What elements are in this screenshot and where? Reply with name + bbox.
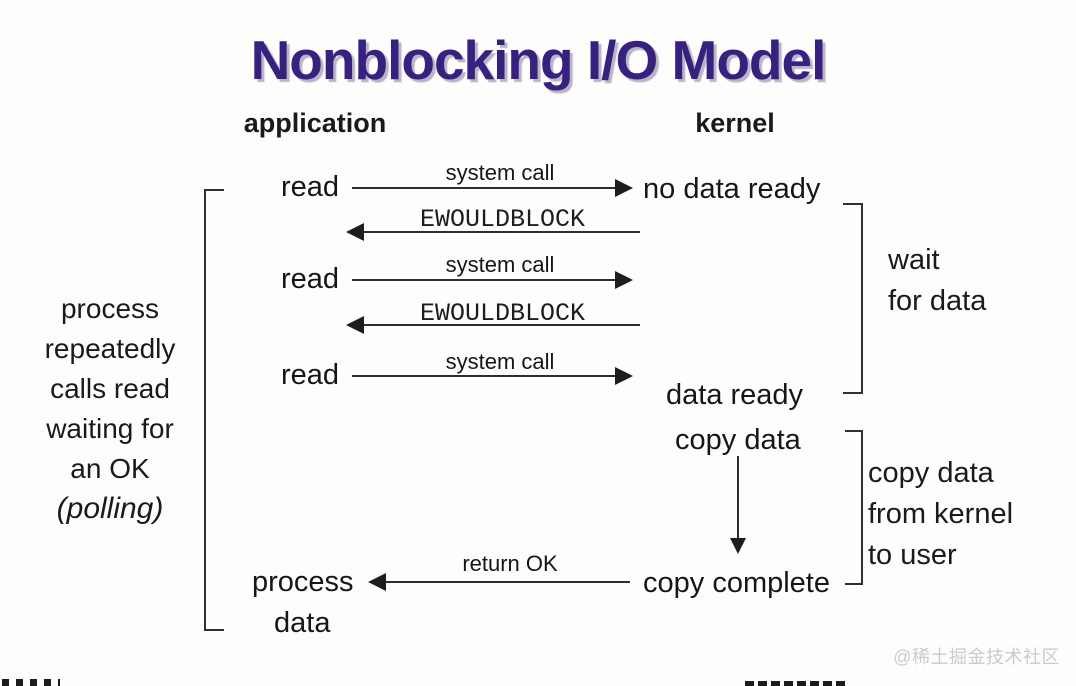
wait-note-line: for data bbox=[888, 285, 987, 317]
wait-for-data-bracket bbox=[843, 203, 863, 394]
watermark: @稀土掘金技术社区 bbox=[893, 647, 1060, 667]
polling-bracket bbox=[204, 189, 224, 631]
polling-note-line: process bbox=[60, 293, 160, 324]
application-column-header: application bbox=[243, 108, 387, 138]
no-data-ready-label: no data ready bbox=[643, 173, 821, 205]
cropped-text-fragment-right bbox=[745, 681, 845, 686]
kernel-column-header: kernel bbox=[695, 108, 775, 138]
system-call-label-3: system call bbox=[445, 349, 555, 374]
system-call-label-1: system call bbox=[445, 160, 555, 185]
page-title: Nonblocking I/O Model bbox=[250, 29, 827, 91]
polling-note-line-italic: (polling) bbox=[56, 492, 164, 525]
polling-note-line: waiting for bbox=[46, 413, 174, 444]
copy-data-note: copy data from kernel to user bbox=[868, 453, 1013, 576]
system-call-arrow-right-icon-2 bbox=[352, 271, 633, 289]
polling-note: process repeatedly calls read waiting fo… bbox=[25, 289, 195, 529]
data-ready-label: data ready bbox=[666, 379, 804, 411]
process-label: process bbox=[252, 566, 354, 598]
ewouldblock-arrow-left-icon-2 bbox=[346, 316, 640, 334]
wait-for-data-note: wait for data bbox=[888, 240, 986, 322]
polling-note-line: an OK bbox=[70, 453, 150, 484]
ewouldblock-arrow-left-icon-1 bbox=[346, 223, 640, 241]
system-call-label-2: system call bbox=[445, 252, 555, 277]
read-label-1: read bbox=[281, 171, 340, 203]
copy-data-bracket bbox=[845, 430, 863, 585]
copy-data-label: copy data bbox=[675, 424, 801, 456]
process-data-label: data bbox=[274, 607, 331, 639]
copy-note-line: copy data bbox=[868, 457, 994, 489]
polling-note-line: repeatedly bbox=[44, 333, 176, 364]
system-call-arrow-right-icon-3 bbox=[352, 367, 633, 385]
copy-note-line: to user bbox=[868, 539, 957, 571]
return-ok-label: return OK bbox=[462, 551, 558, 576]
copy-arrow-down-icon bbox=[730, 456, 746, 554]
read-label-2: read bbox=[281, 263, 340, 295]
copy-complete-label: copy complete bbox=[643, 567, 830, 599]
ewouldblock-label-2: EWOULDBLOCK bbox=[419, 299, 586, 328]
ewouldblock-label-1: EWOULDBLOCK bbox=[419, 205, 586, 234]
system-call-arrow-right-icon-1 bbox=[352, 179, 633, 197]
read-label-3: read bbox=[281, 359, 340, 391]
wait-note-line: wait bbox=[888, 244, 940, 276]
polling-note-line: calls read bbox=[50, 373, 170, 404]
return-ok-arrow-left-icon bbox=[368, 573, 630, 591]
cropped-text-fragment-left bbox=[2, 679, 60, 686]
copy-note-line: from kernel bbox=[868, 498, 1014, 530]
